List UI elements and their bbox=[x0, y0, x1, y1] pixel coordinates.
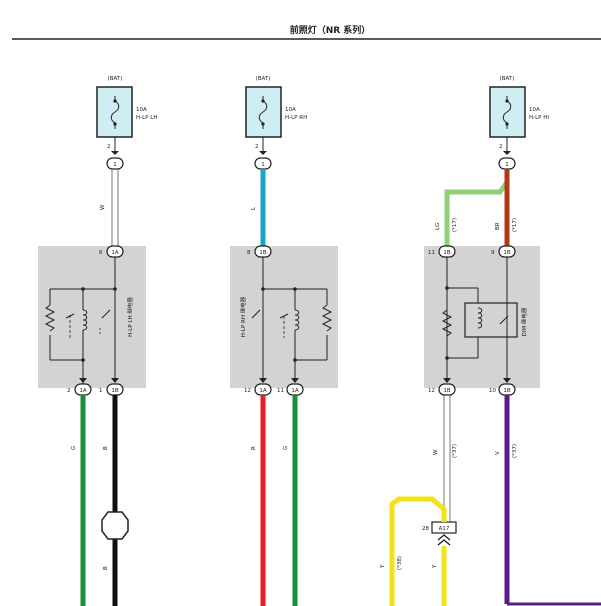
relay-dim: 1B 11 1B 9 DIM 继电器 1B 12 1B 10 bbox=[424, 245, 540, 396]
pin-number: 2 bbox=[67, 388, 71, 394]
fuse-rating: 10A bbox=[136, 107, 147, 113]
connector-id: 1B bbox=[503, 250, 510, 256]
coil-icon bbox=[294, 309, 300, 331]
fuse-rating: 10A bbox=[529, 107, 540, 113]
wire-color-label: G bbox=[283, 446, 289, 450]
splice-point bbox=[101, 511, 129, 540]
wire-color-label: LG bbox=[435, 223, 441, 230]
relay-label: H-LP RH 继电器 bbox=[239, 296, 247, 337]
switch-icon bbox=[101, 309, 111, 319]
pin-number: 10 bbox=[489, 388, 496, 394]
fuse-pin: 2 bbox=[107, 144, 111, 150]
wire-color-label: W bbox=[100, 204, 106, 210]
fuse-rating: 10A bbox=[285, 107, 296, 113]
relay-h-lp-lh: 1A 6 H-LP LH 继电器 1A 2 1B 1 bbox=[38, 245, 146, 396]
fuse-supply: (BAT) bbox=[256, 76, 271, 82]
wire-note: (*17) bbox=[512, 218, 518, 232]
wire-color-label: V bbox=[495, 451, 501, 455]
arrow-down-icon bbox=[111, 378, 119, 383]
wire-color-label: BR bbox=[495, 222, 501, 230]
relay-label: DIM 继电器 bbox=[520, 307, 528, 336]
fuse-name: H-LP HI bbox=[529, 115, 549, 121]
connector-id: 1B bbox=[443, 388, 450, 394]
wire-yellow bbox=[389, 496, 447, 606]
fuse-name: H-LP RH bbox=[285, 115, 307, 121]
fuse-supply: (BAT) bbox=[500, 76, 515, 82]
wire-note: (*37) bbox=[452, 444, 458, 458]
wire-color-label: R bbox=[251, 446, 257, 450]
connector-badge bbox=[106, 157, 124, 170]
pin-number: 12 bbox=[428, 388, 435, 394]
chevron-up-icon bbox=[437, 534, 451, 546]
connector-a17: A17 28 bbox=[422, 521, 457, 546]
pin-number: 12 bbox=[244, 388, 251, 394]
connector-id: 1 bbox=[261, 162, 265, 168]
wire-color-label: B bbox=[103, 446, 109, 450]
connector-id: 1B bbox=[111, 388, 118, 394]
arrow-down-icon bbox=[79, 378, 87, 383]
connector-id: 1A bbox=[111, 250, 118, 256]
wire-color-label: B bbox=[103, 566, 109, 570]
fuse-icon bbox=[110, 96, 120, 129]
pin-number: 6 bbox=[99, 250, 103, 256]
arrow-down-icon bbox=[503, 378, 511, 383]
wire-color-label: G bbox=[71, 446, 77, 450]
fuse-pin: 2 bbox=[499, 144, 503, 150]
resistor-icon bbox=[44, 304, 56, 332]
wire-note: (*38) bbox=[397, 556, 403, 570]
fuse-terminal bbox=[113, 99, 117, 103]
coil-icon bbox=[477, 307, 483, 329]
relay-box bbox=[424, 246, 540, 388]
connector-id: A17 bbox=[439, 526, 450, 532]
relay-box bbox=[38, 246, 146, 388]
switch-icon bbox=[251, 309, 261, 319]
switch-icon bbox=[499, 315, 509, 325]
connector-id: 1B bbox=[443, 250, 450, 256]
relay-coil-box bbox=[464, 302, 518, 338]
fuse-h-lp-lh: (BAT) 10A H-LP LH 2 bbox=[96, 76, 157, 150]
relay-h-lp-rh: 1B 8 H-LP RH 继电器 1A 12 1A 11 bbox=[230, 245, 338, 396]
pin-number: 11 bbox=[428, 250, 435, 256]
fuse-terminal bbox=[113, 122, 117, 126]
arrow-down-icon bbox=[111, 151, 119, 155]
connector-id: 1B bbox=[503, 388, 510, 394]
wire-light-green bbox=[444, 169, 510, 247]
connector-badge bbox=[438, 383, 456, 396]
coil-icon bbox=[82, 309, 88, 331]
fuse-h-lp-hi: (BAT) 10A H-LP HI 2 bbox=[489, 76, 549, 150]
pin-number: 11 bbox=[277, 388, 284, 394]
connector-id: 1 bbox=[505, 162, 509, 168]
pin-number: 9 bbox=[491, 250, 495, 256]
wire-color-label: Y bbox=[380, 564, 386, 569]
wire-note: (*17) bbox=[452, 218, 458, 232]
arrow-down-icon bbox=[443, 378, 451, 383]
pin-number: 28 bbox=[422, 526, 429, 532]
fuse-name: H-LP LH bbox=[136, 115, 157, 121]
fuse-icon bbox=[502, 96, 512, 129]
fuse-h-lp-rh: (BAT) 10A H-LP RH 2 bbox=[245, 76, 307, 150]
fuse-pin: 2 bbox=[255, 144, 259, 150]
resistor-icon bbox=[321, 304, 333, 332]
wire-note: (*37) bbox=[512, 444, 518, 458]
arrow-down-icon bbox=[503, 151, 511, 155]
arrow-down-icon bbox=[291, 378, 299, 383]
resistor-icon bbox=[441, 309, 453, 337]
arrow-down-icon bbox=[259, 151, 267, 155]
pin-number: 8 bbox=[247, 250, 251, 256]
wire-color-label: L bbox=[251, 206, 257, 210]
fuse-icon bbox=[258, 96, 268, 129]
connector-id: 1A bbox=[79, 388, 86, 394]
relay-label: H-LP LH 继电器 bbox=[126, 297, 134, 337]
page-title: 前照灯（NR 系列） bbox=[290, 24, 371, 36]
connector-id: 1A bbox=[291, 388, 298, 394]
arrow-down-icon bbox=[259, 378, 267, 383]
wire-color-label: Y bbox=[432, 564, 438, 569]
fuse-supply: (BAT) bbox=[108, 76, 123, 82]
pin-number: 1 bbox=[99, 388, 103, 394]
connector-id: 1B bbox=[259, 250, 266, 256]
connector-id: 1A bbox=[259, 388, 266, 394]
connector-id: 1 bbox=[113, 162, 117, 168]
wire-color-label: W bbox=[433, 449, 439, 455]
